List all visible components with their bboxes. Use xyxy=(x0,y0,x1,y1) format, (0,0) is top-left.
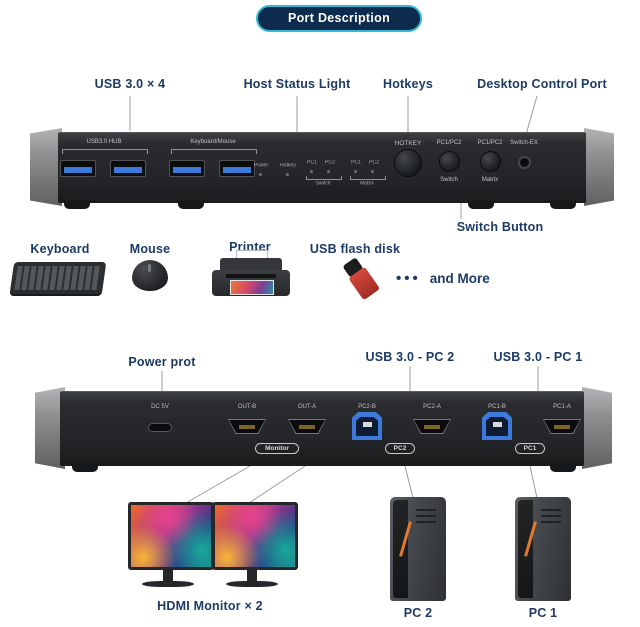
matrix-led-pc1-label: PC1 xyxy=(351,160,361,166)
switch-button-top-label: PC1/PC2 xyxy=(436,140,462,146)
usb-hub-print: USB3.0 HUB xyxy=(86,139,122,145)
device-foot xyxy=(72,464,98,472)
pc1-tower-icon xyxy=(515,497,571,601)
power-led-label: Power xyxy=(253,163,269,169)
printer-icon xyxy=(212,250,290,304)
more-dots-icon: ••• xyxy=(396,270,421,287)
usb-a-port-2 xyxy=(110,160,146,177)
monitor-group-tag: Monitor xyxy=(255,443,299,454)
label-hdmi-monitor-x2: HDMI Monitor × 2 xyxy=(157,599,263,613)
hdmi-pc2-a-port xyxy=(413,419,451,434)
keyboard-mouse-print: Keyboard/Mouse xyxy=(190,139,236,145)
device-foot xyxy=(550,464,576,472)
switch-pc1-led xyxy=(310,170,313,173)
hotkey-led-label: Hotkey xyxy=(280,163,296,169)
pc2-a-print: PC2-A xyxy=(423,404,441,410)
keyboard-icon xyxy=(9,262,107,294)
dc-5v-usb-c-port xyxy=(148,423,172,432)
usb-b-pc1-port xyxy=(482,412,512,440)
label-switch-button: Switch Button xyxy=(456,220,544,234)
label-pc2: PC 2 xyxy=(403,606,433,620)
out-a-print: OUT-A xyxy=(297,404,317,410)
switch-pc2-led xyxy=(327,170,330,173)
label-hotkeys: Hotkeys xyxy=(382,77,434,91)
pc2-b-print: PC2-B xyxy=(358,404,376,410)
device-foot xyxy=(550,201,576,209)
usb-hub-bracket xyxy=(62,149,148,154)
label-pc1: PC 1 xyxy=(528,606,558,620)
usb-a-port-1 xyxy=(60,160,96,177)
monitor-left-stand xyxy=(163,569,173,582)
hotkey-button xyxy=(394,149,422,177)
hdmi-pc1-a-port xyxy=(543,419,581,434)
power-led xyxy=(259,173,262,176)
out-b-print: OUT-B xyxy=(237,404,257,410)
mouse-icon xyxy=(132,260,168,291)
front-right-endcap xyxy=(584,128,614,206)
hotkey-led xyxy=(286,173,289,176)
label-host-status-light: Host Status Light xyxy=(243,77,351,91)
label-keyboard: Keyboard xyxy=(30,242,90,256)
matrix-button xyxy=(480,151,501,172)
switch-led-caption: Switch xyxy=(315,181,331,187)
front-left-endcap xyxy=(30,128,62,206)
device-foot xyxy=(468,201,494,209)
device-foot xyxy=(178,201,204,209)
device-foot xyxy=(64,201,90,209)
pc2-group-tag: PC2 xyxy=(385,443,415,454)
monitor-left-icon xyxy=(128,502,214,570)
matrix-button-top-label: PC1/PC2 xyxy=(477,140,503,146)
and-more: ••• and More xyxy=(396,270,536,287)
label-usb30x4: USB 3.0 × 4 xyxy=(94,77,166,91)
pc1-group-tag: PC1 xyxy=(515,443,545,454)
usb-a-port-4 xyxy=(219,160,255,177)
keyboard-mouse-bracket xyxy=(171,149,257,154)
dc5v-print: DC 5V xyxy=(151,404,169,410)
label-desktop-control-port: Desktop Control Port xyxy=(477,77,607,91)
hotkey-button-label: HOTKEY xyxy=(394,140,422,147)
label-usb30-pc2: USB 3.0 - PC 2 xyxy=(365,350,455,364)
usb-a-port-3 xyxy=(169,160,205,177)
matrix-pc1-led xyxy=(354,170,357,173)
switch-led-bracket xyxy=(306,176,342,180)
usb-b-pc2-port xyxy=(352,412,382,440)
monitor-right-base xyxy=(226,581,278,587)
pc2-tower-icon xyxy=(390,497,446,601)
switch-led-pc2-label: PC2 xyxy=(325,160,335,166)
and-more-label: and More xyxy=(429,271,490,286)
pc1-a-print: PC1-A xyxy=(553,404,571,410)
switch-led-pc1-label: PC1 xyxy=(307,160,317,166)
label-usb30-pc1: USB 3.0 - PC 1 xyxy=(493,350,583,364)
matrix-led-caption: Matrix xyxy=(360,181,374,187)
monitor-right-stand xyxy=(247,569,257,582)
label-usb-flash-disk: USB flash disk xyxy=(309,242,401,256)
matrix-pc2-led xyxy=(371,170,374,173)
pc1-b-print: PC1-B xyxy=(488,404,506,410)
matrix-button-bottom-label: Matrix xyxy=(481,177,499,183)
monitor-left-base xyxy=(142,581,194,587)
rear-right-endcap xyxy=(582,387,612,469)
usb-flash-disk-icon xyxy=(334,252,388,306)
title-badge: Port Description xyxy=(256,5,422,32)
label-power-port: Power prot xyxy=(128,355,196,369)
switch-button-bottom-label: Switch xyxy=(440,177,458,183)
hdmi-out-b-port xyxy=(228,419,266,434)
monitor-right-icon xyxy=(212,502,298,570)
matrix-led-bracket xyxy=(350,176,386,180)
hdmi-out-a-port xyxy=(288,419,326,434)
label-mouse: Mouse xyxy=(129,242,171,256)
switch-ex-jack xyxy=(518,156,531,169)
switch-ex-label: Switch-EX xyxy=(510,140,538,146)
switch-button xyxy=(439,151,460,172)
matrix-led-pc2-label: PC2 xyxy=(369,160,379,166)
